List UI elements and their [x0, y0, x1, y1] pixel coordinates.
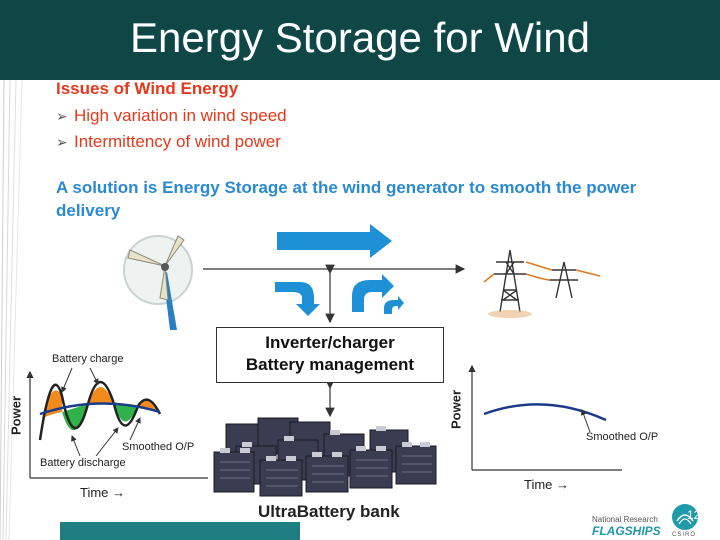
title-bar: Energy Storage for Wind [0, 0, 720, 80]
bullet-item: ➢ Intermittency of wind power [56, 132, 281, 152]
logo-line-1: National Research [592, 515, 658, 524]
wind-turbine-icon [123, 235, 193, 330]
bullet-text: High variation in wind speed [74, 106, 287, 125]
left-smoothed-label: Smoothed O/P [122, 441, 195, 453]
right-y-axis-label: Power [448, 390, 464, 430]
battery-discharge-label: Battery discharge [40, 457, 126, 469]
logo-line-2: FLAGSHIPS [592, 524, 661, 538]
left-power-chart [26, 367, 208, 479]
smoothed-curve [483, 403, 607, 422]
bullet-arrow-icon: ➢ [56, 134, 68, 150]
right-x-axis-label: Time → [524, 477, 570, 492]
decorative-lines [0, 80, 23, 540]
csiro-emblem-icon [672, 504, 698, 530]
battery-bank-icon [213, 417, 437, 497]
right-power-chart [468, 364, 622, 471]
charge-area [138, 400, 158, 410]
left-x-axis-label: Time → [80, 485, 126, 500]
direct-flow-arrow-icon [277, 224, 392, 258]
inverter-label: Inverter/charger [265, 333, 395, 352]
tower-shadow [488, 310, 532, 318]
solution-text: A solution is Energy Storage at the wind… [56, 178, 637, 220]
footer-bar [60, 522, 300, 540]
small-curved-arrow-icon [384, 296, 404, 314]
logo-line-3: CSIRO [672, 532, 697, 538]
battery-charge-label: Battery charge [52, 353, 124, 365]
power-tower-icon [483, 249, 601, 313]
battery-management-label: Battery management [245, 355, 415, 374]
smoothed-curve [39, 402, 161, 416]
slide-title: Energy Storage for Wind [130, 14, 590, 61]
charge-curved-arrow-icon [275, 282, 320, 316]
bullet-text: Intermittency of wind power [74, 132, 281, 151]
issues-heading: Issues of Wind Energy [56, 79, 239, 98]
bullet-arrow-icon: ➢ [56, 108, 68, 124]
battery-bank-label: UltraBattery bank [258, 502, 400, 521]
flagships-logo: National Research FLAGSHIPS CSIRO [592, 504, 718, 540]
discharge-curved-arrow-icon [352, 274, 394, 312]
inverter-box: Inverter/charger Battery management [216, 327, 444, 383]
page-number: 12 [687, 508, 701, 522]
charge-area [88, 387, 114, 404]
discharge-area [62, 404, 88, 431]
bullet-item: ➢ High variation in wind speed [56, 106, 287, 126]
discharge-area [114, 404, 138, 422]
left-y-axis-label: Power [8, 396, 24, 436]
right-smoothed-label: Smoothed O/P [586, 431, 659, 443]
